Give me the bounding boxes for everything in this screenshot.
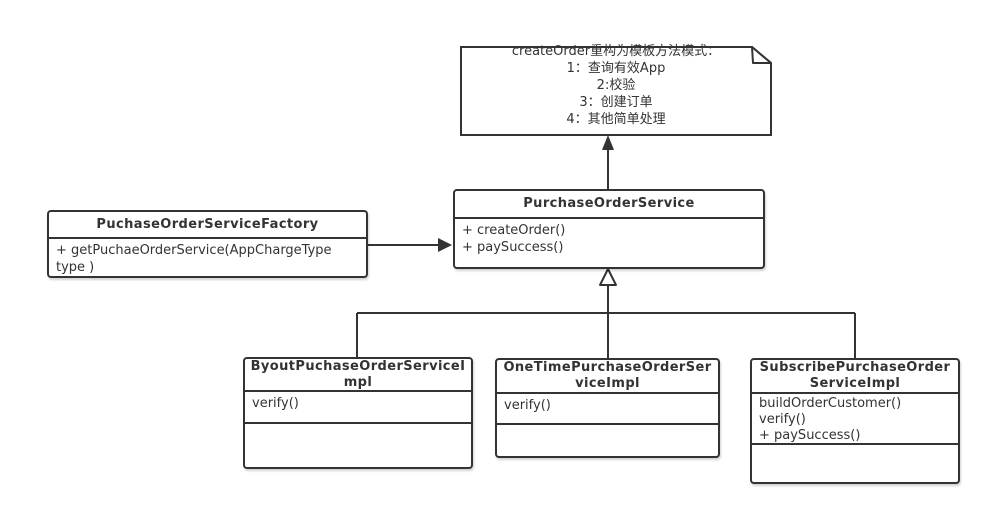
class-title: ByoutPuchaseOrderServiceImpl bbox=[245, 359, 471, 392]
method: + getPuchaeOrderService(AppChargeType ty… bbox=[56, 243, 336, 275]
class-title: SubscribePurchaseOrderServiceImpl bbox=[752, 360, 958, 394]
class-box-puchase-order-service-factory[interactable]: PuchaseOrderServiceFactory + getPuchaeOr… bbox=[47, 210, 368, 278]
note-line: 3：创建订单 bbox=[579, 95, 653, 110]
class-empty-compartment bbox=[497, 425, 718, 456]
note-text: createOrder重构为模板方法模式： 1：查询有效App 2:校验 3：创… bbox=[461, 43, 771, 128]
class-methods: + getPuchaeOrderService(AppChargeType ty… bbox=[49, 239, 366, 276]
class-empty-compartment bbox=[245, 424, 471, 467]
note-line: 1：查询有效App bbox=[566, 61, 666, 76]
note-line: createOrder重构为模板方法模式： bbox=[511, 44, 721, 59]
class-title: OneTimePurchaseOrderServiceImpl bbox=[497, 360, 718, 394]
note-line: 4：其他简单处理 bbox=[566, 112, 666, 127]
method: + paySuccess() bbox=[462, 240, 564, 255]
class-methods: + createOrder() + paySuccess() bbox=[455, 219, 763, 267]
generalization-triangle-icon bbox=[599, 268, 617, 286]
class-box-purchase-order-service[interactable]: PurchaseOrderService + createOrder() + p… bbox=[453, 189, 765, 269]
method: buildOrderCustomer() bbox=[759, 396, 902, 411]
class-box-subscribe-purchase-order-service-impl[interactable]: SubscribePurchaseOrderServiceImpl buildO… bbox=[750, 358, 960, 484]
method: verify() bbox=[504, 398, 551, 413]
class-methods: buildOrderCustomer() verify() + paySucce… bbox=[752, 394, 958, 445]
class-methods: verify() bbox=[497, 394, 718, 425]
class-box-byout-puchase-order-service-impl[interactable]: ByoutPuchaseOrderServiceImpl verify() bbox=[243, 357, 473, 469]
note-anchor-arrowhead-icon bbox=[602, 135, 614, 150]
note-line: 2:校验 bbox=[596, 78, 636, 93]
method: verify() bbox=[759, 412, 806, 427]
dependency-arrowhead-icon bbox=[438, 238, 452, 252]
class-box-one-time-purchase-order-service-impl[interactable]: OneTimePurchaseOrderServiceImpl verify() bbox=[495, 358, 720, 458]
method: + createOrder() bbox=[462, 223, 566, 238]
class-methods: verify() bbox=[245, 392, 471, 424]
method: verify() bbox=[252, 396, 299, 411]
class-title: PurchaseOrderService bbox=[455, 191, 763, 219]
class-title: PuchaseOrderServiceFactory bbox=[49, 212, 366, 239]
class-empty-compartment bbox=[752, 445, 958, 482]
method: + paySuccess() bbox=[759, 428, 861, 443]
